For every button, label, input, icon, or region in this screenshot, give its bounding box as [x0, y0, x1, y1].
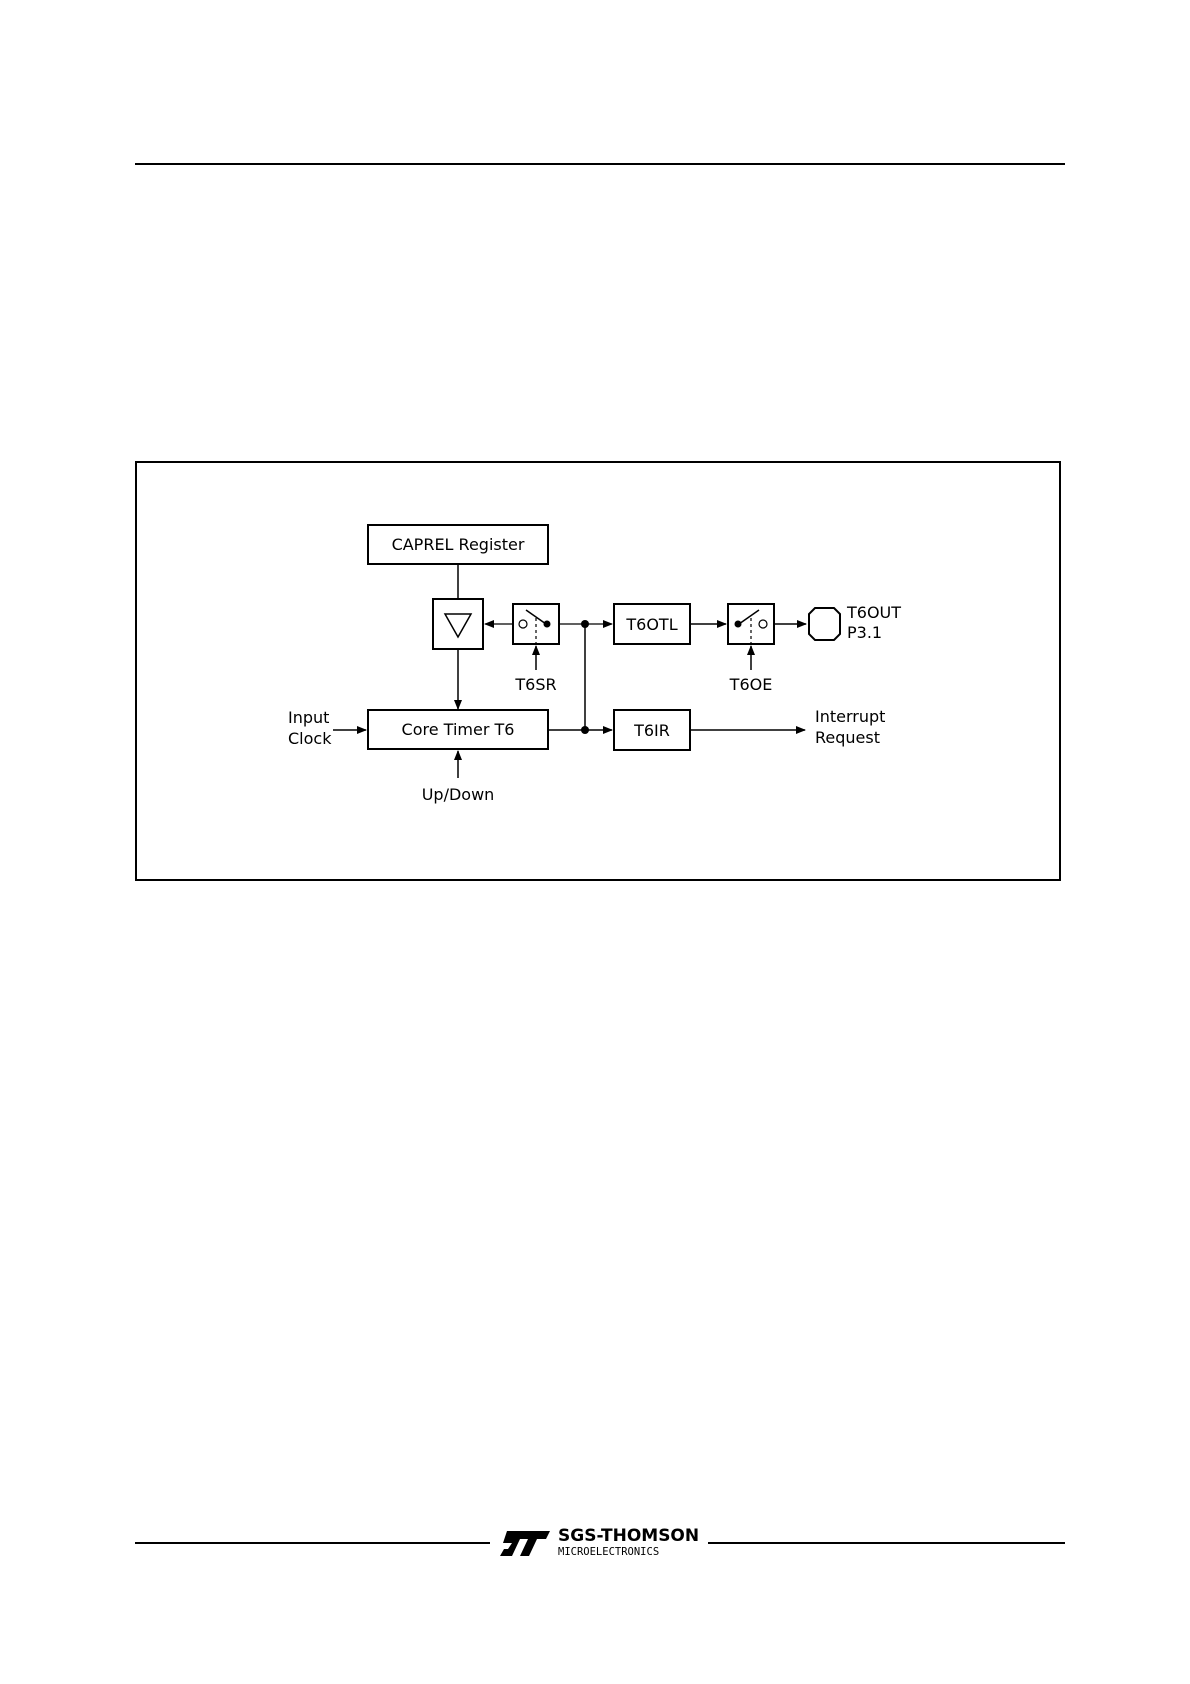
core-timer-label: Core Timer T6 [402, 720, 515, 739]
input-clock-label-line1: Input [288, 708, 329, 727]
t6ir-label: T6IR [633, 721, 670, 740]
st-logo: SGS-THOMSON MICROELECTRONICS [500, 1526, 699, 1558]
t6otl-block: T6OTL [613, 603, 691, 645]
core-timer-block: Core Timer T6 [367, 709, 549, 750]
transfer-buffer-block [432, 598, 484, 650]
caprel-register-block: CAPREL Register [367, 524, 549, 565]
t6sr-switch-block [512, 603, 560, 645]
t6oe-label: T6OE [729, 675, 773, 694]
interrupt-label-line2: Request [815, 728, 880, 747]
brand-subtitle: MICROELECTRONICS [558, 1546, 659, 1558]
st-logo-mark-icon [500, 1531, 550, 1556]
diagram-frame [135, 461, 1061, 881]
triangle-icon [443, 613, 473, 639]
interrupt-label-line1: Interrupt [815, 707, 885, 726]
t6out-label-line2: P3.1 [847, 623, 882, 642]
brand-name: SGS-THOMSON [558, 1526, 699, 1546]
t6out-label-line1: T6OUT [846, 603, 901, 622]
caprel-register-label: CAPREL Register [392, 535, 525, 554]
t6ir-block: T6IR [613, 709, 691, 751]
header-rule [135, 163, 1065, 165]
pin-icon [808, 607, 841, 641]
input-clock-label-line2: Clock [288, 729, 332, 748]
t6otl-label: T6OTL [625, 615, 677, 634]
up-down-label: Up/Down [422, 785, 495, 804]
t6oe-switch-block [727, 603, 775, 645]
junction-dot-top [581, 620, 589, 628]
t6sr-label: T6SR [514, 675, 556, 694]
